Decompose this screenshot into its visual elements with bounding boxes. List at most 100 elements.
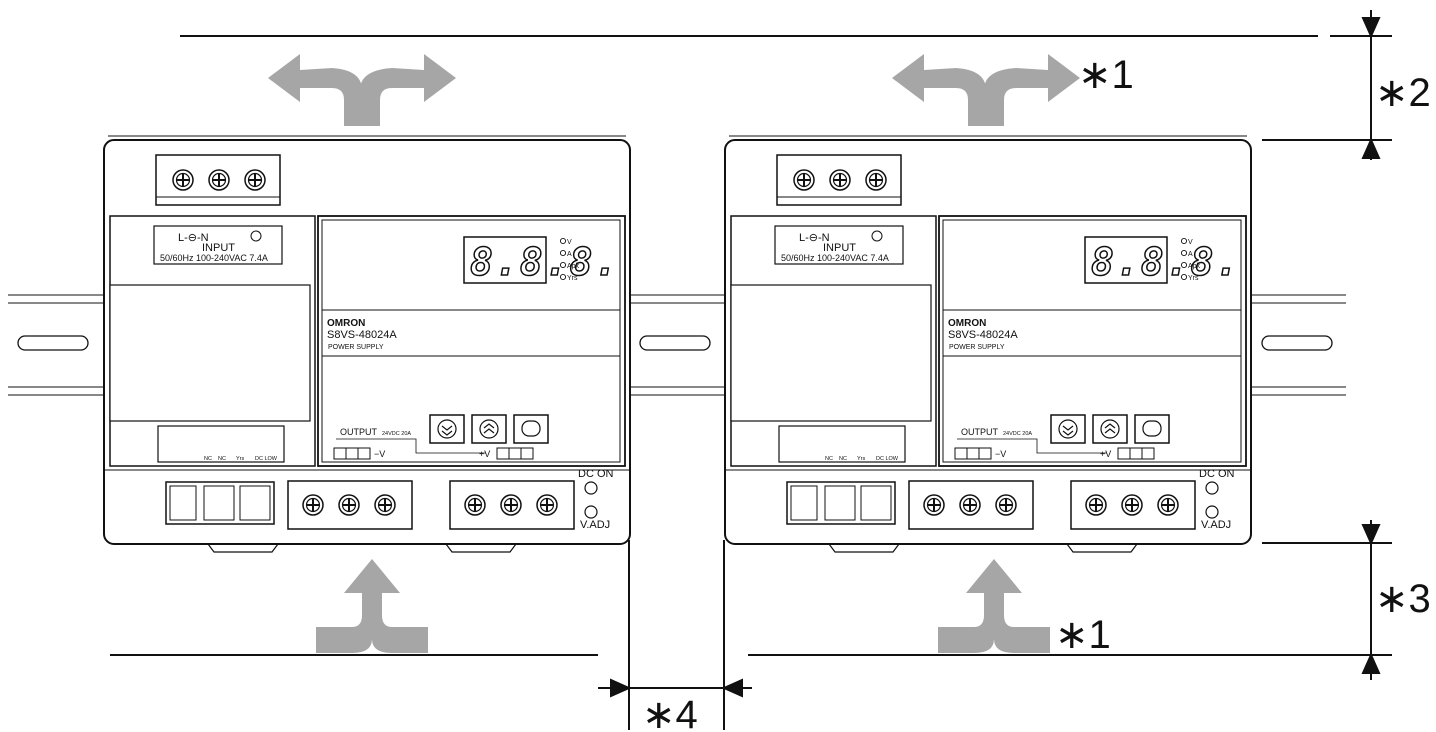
airflow-bottom-left-arrow	[316, 559, 428, 653]
dimension-arrows	[598, 10, 1381, 698]
output-minus-terminals	[954, 447, 992, 460]
plus-v-label: +V	[479, 449, 490, 459]
input-label-plate	[153, 225, 283, 265]
screw-terminal[interactable]	[374, 494, 396, 516]
screw-terminal[interactable]	[500, 494, 522, 516]
digital-display	[463, 236, 547, 284]
screw-terminal[interactable]	[1085, 494, 1107, 516]
svg-text:A: A	[1188, 251, 1193, 258]
input-symbol: L-⊖-N	[799, 232, 830, 244]
relay-label-yrs: Yrs	[236, 456, 245, 462]
note-2: ∗2	[1375, 71, 1431, 115]
output-plus-terminals	[1117, 447, 1155, 460]
screw-terminal[interactable]	[793, 169, 815, 191]
return-icon	[1142, 420, 1162, 437]
relay-label-panel	[157, 425, 285, 463]
svg-text:A: A	[567, 251, 572, 258]
din-clip	[1066, 543, 1138, 553]
input-rating: 50/60Hz 100-240VAC 7.4A	[160, 253, 268, 263]
model-number: S8VS-48024A	[327, 329, 397, 341]
screw-terminal[interactable]	[464, 494, 486, 516]
din-clip	[207, 543, 279, 553]
product-name: POWER SUPPLY	[949, 344, 1005, 351]
power-supply-unit-left: L-⊖-N INPUT 50/60Hz 100-240VAC 7.4A NC N…	[103, 135, 631, 553]
digital-display	[1084, 236, 1168, 284]
screw-terminal[interactable]	[995, 494, 1017, 516]
svg-text:V: V	[567, 239, 572, 246]
svg-text:Yrs: Yrs	[567, 275, 578, 282]
output-rating: 24VDC 20A	[1003, 431, 1032, 437]
screw-terminal[interactable]	[172, 169, 194, 191]
screw-terminal[interactable]	[244, 169, 266, 191]
mode-button[interactable]	[1134, 414, 1170, 444]
indicator-leds: V A Apk Yrs	[1180, 237, 1201, 282]
screw-terminal[interactable]	[829, 169, 851, 191]
clearance-lines	[110, 35, 1392, 730]
svg-text:Yrs: Yrs	[1188, 275, 1199, 282]
dc-on-label: DC ON	[1199, 468, 1235, 480]
model-number: S8VS-48024A	[948, 329, 1018, 341]
rail-slot	[639, 335, 711, 351]
relay-label-dclow: DC LOW	[255, 456, 278, 462]
screw-terminal[interactable]	[865, 169, 887, 191]
relay-label-nc2: NC	[218, 456, 226, 462]
v-adj-label: V.ADJ	[580, 519, 610, 531]
dc-on-led	[584, 481, 598, 495]
down-button[interactable]	[429, 414, 465, 444]
screw-terminal[interactable]	[338, 494, 360, 516]
plus-v-label: +V	[1100, 449, 1111, 459]
screw-terminal[interactable]	[302, 494, 324, 516]
dc-on-label: DC ON	[578, 468, 614, 480]
output-minus-terminals	[333, 447, 371, 460]
screw-terminal[interactable]	[208, 169, 230, 191]
airflow-bottom-right-arrow	[938, 559, 1050, 653]
indicator-leds: V A Apk Yrs	[559, 237, 580, 282]
v-adj-label: V.ADJ	[1201, 519, 1231, 531]
chevron-down-icon	[437, 419, 457, 439]
display-digits: 8.8.8.	[470, 240, 619, 284]
relay-label-dclow: DC LOW	[876, 456, 899, 462]
relay-label-nc2: NC	[839, 456, 847, 462]
relay-label-nc1: NC	[825, 456, 833, 462]
relay-label-nc1: NC	[204, 456, 212, 462]
screw-terminal[interactable]	[1121, 494, 1143, 516]
down-button[interactable]	[1050, 414, 1086, 444]
din-clip	[445, 543, 517, 553]
output-plus-terminals	[496, 447, 534, 460]
output-label: OUTPUT	[340, 427, 378, 437]
minus-v-label: −V	[374, 449, 385, 459]
note-1-top: ∗1	[1078, 53, 1134, 97]
screw-terminal[interactable]	[923, 494, 945, 516]
up-button[interactable]	[471, 414, 507, 444]
brand-logo: omron	[327, 318, 365, 329]
v-adj-trimmer[interactable]	[1205, 505, 1219, 519]
svg-text:V: V	[1188, 239, 1193, 246]
rail-slot	[17, 335, 89, 351]
ground-icon	[871, 230, 883, 242]
brand-logo: omron	[948, 318, 986, 329]
note-4: ∗4	[642, 693, 698, 732]
input-rating: 50/60Hz 100-240VAC 7.4A	[781, 253, 889, 263]
din-clip	[828, 543, 900, 553]
screw-terminal[interactable]	[536, 494, 558, 516]
power-supply-unit-right: L-⊖-N INPUT 50/60Hz 100-240VAC 7.4A NC N…	[724, 135, 1252, 553]
note-1-bottom: ∗1	[1055, 613, 1111, 657]
input-symbol: L-⊖-N	[178, 232, 209, 244]
ground-icon	[250, 230, 262, 242]
up-button[interactable]	[1092, 414, 1128, 444]
output-rating: 24VDC 20A	[382, 431, 411, 437]
rail-slot	[1261, 335, 1333, 351]
return-icon	[521, 420, 541, 437]
v-adj-trimmer[interactable]	[584, 505, 598, 519]
note-3: ∗3	[1375, 577, 1431, 621]
display-digits: 8.8.8.	[1091, 240, 1240, 284]
mode-button[interactable]	[513, 414, 549, 444]
airflow-top-left-arrow	[268, 54, 456, 126]
screw-terminal[interactable]	[959, 494, 981, 516]
input-label-plate	[774, 225, 904, 265]
svg-text:Apk: Apk	[567, 263, 580, 270]
dc-on-led	[1205, 481, 1219, 495]
screw-terminal[interactable]	[1157, 494, 1179, 516]
relay-label-yrs: Yrs	[857, 456, 866, 462]
svg-text:Apk: Apk	[1188, 263, 1201, 270]
